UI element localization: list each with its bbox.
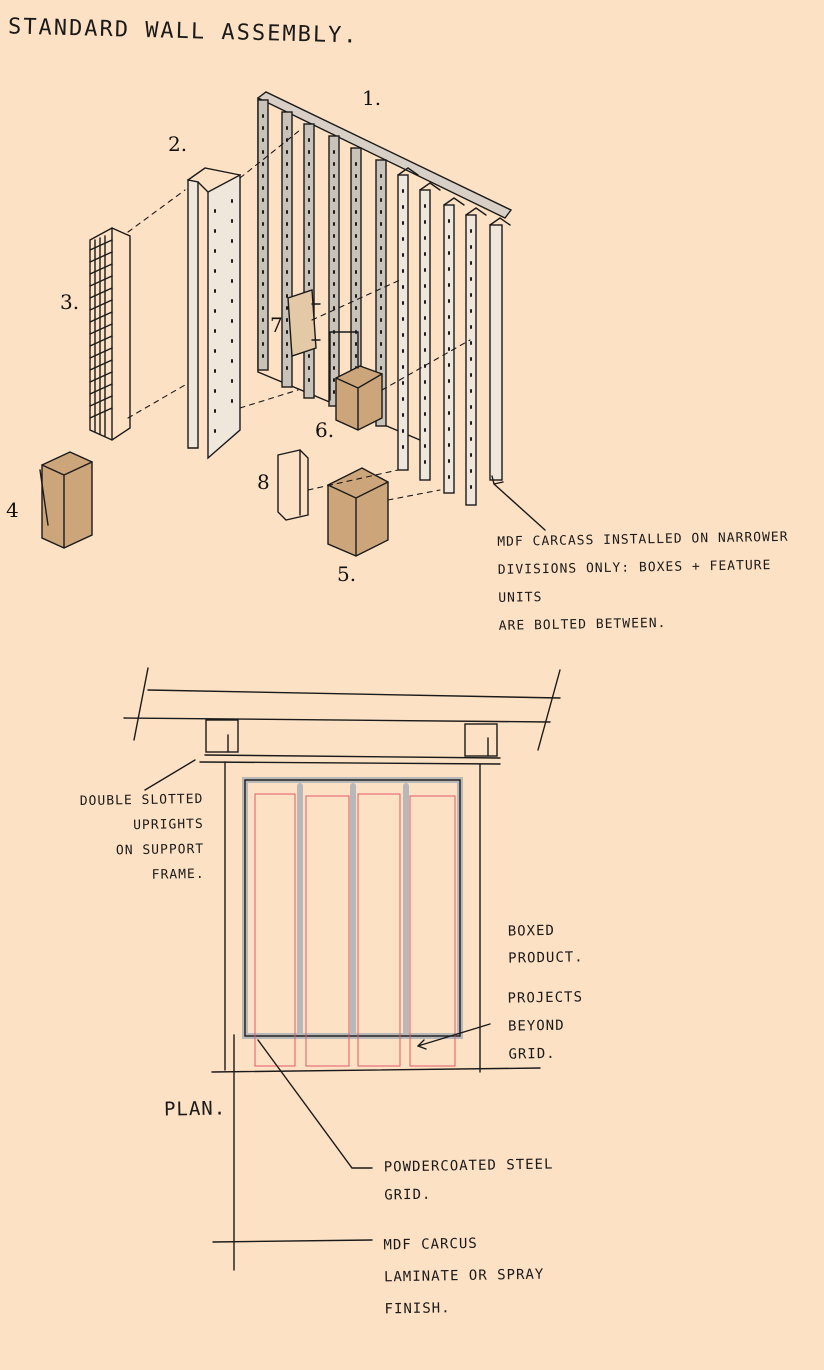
note-mdf-carcass: MDF CARCUS LAMINATE OR SPRAY FINISH. (383, 1235, 545, 1318)
label-number-4: 4 (6, 498, 19, 522)
tan-box-5 (327, 467, 389, 557)
note-steel-grid: POWDERCOATED STEEL GRID. (383, 1156, 554, 1204)
right-uprights (397, 167, 511, 506)
label-number-6: 6. (315, 418, 335, 442)
detached-upright-pair (187, 167, 241, 460)
note-projects: PROJECTS BEYOND GRID. (507, 989, 584, 1063)
back-frame-uprights (256, 91, 513, 441)
label-number-1: 1. (362, 86, 382, 110)
tan-box-4 (39, 451, 93, 549)
mesh-panel (89, 227, 131, 441)
label-number-5: 5. (337, 562, 357, 586)
plan-label: PLAN. (163, 1097, 227, 1121)
feature-panel-7 (287, 289, 321, 357)
assembly-note: MDF CARCASS INSTALLED ON NARROWER DIVISI… (497, 529, 789, 634)
label-number-7: 7 (270, 313, 283, 337)
assembly-arrows (127, 129, 471, 501)
note-leader-1 (493, 483, 546, 531)
plan-drawing (123, 667, 561, 1271)
panel-8 (277, 449, 309, 521)
label-number-3: 3. (60, 290, 80, 314)
tan-box-6 (329, 331, 383, 431)
label-number-8: 8 (257, 470, 270, 494)
note-boxed-product: BOXED PRODUCT. (507, 922, 584, 967)
label-number-2: 2. (168, 132, 188, 156)
note-uprights: DOUBLE SLOTTED UPRIGHTS ON SUPPORT FRAME… (79, 791, 205, 883)
